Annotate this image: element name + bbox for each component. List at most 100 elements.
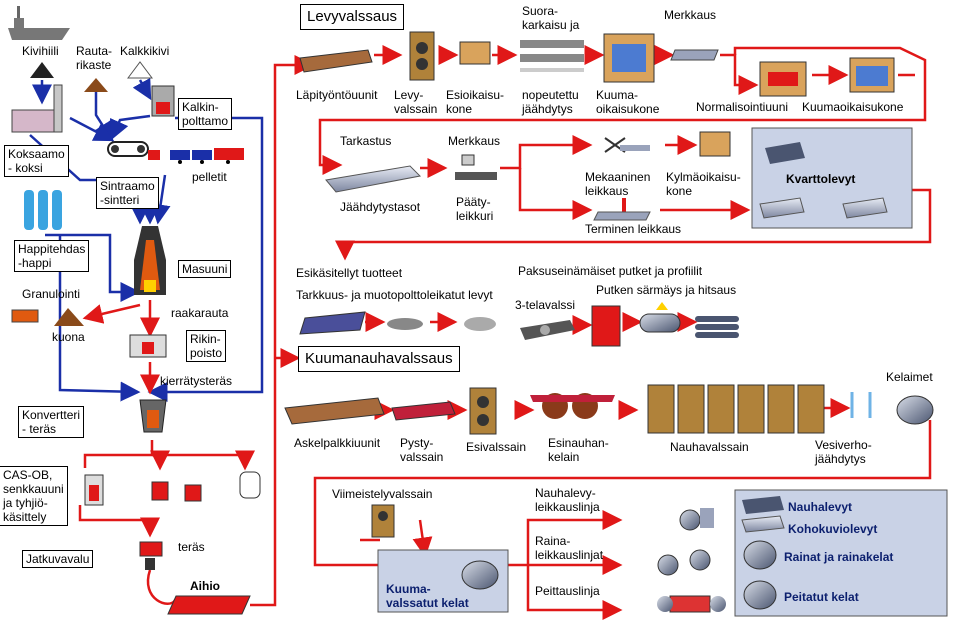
product-icons — [741, 496, 785, 610]
pellet-train-icon — [170, 148, 244, 164]
roughing-mill-icon — [469, 387, 497, 435]
hot-leveller-label-2: Kuumaoikaisukone — [802, 100, 904, 114]
pusher-furnaces-label: Läpityöntöuunit — [296, 88, 378, 102]
pig-iron-label: raakarauta — [171, 306, 229, 320]
thermal-cutting-label: Terminen leikkaus — [585, 222, 682, 236]
quarto-plates-label: Kvarttolevyt — [786, 172, 856, 186]
coilers-label: Kelaimet — [886, 370, 933, 384]
water-curtain-icon — [850, 392, 872, 418]
ore-ship-icon — [8, 6, 70, 40]
blast-furnace-icon — [134, 226, 166, 295]
sinter-belt-icon — [107, 141, 160, 160]
pipes-bundle-icon — [695, 316, 739, 338]
cut-parts-icon — [387, 317, 496, 331]
plate-mill-icon — [409, 31, 435, 81]
slab-label: Aihio — [190, 579, 220, 593]
marking-label-2: Merkkaus — [448, 134, 501, 148]
pusher-furnace-icon — [299, 49, 373, 73]
ladle2-icon — [184, 484, 202, 502]
ore-pile-icon — [84, 78, 108, 92]
slitting-line-icon — [657, 549, 711, 576]
strip-mill-label: Nauhavalssain — [670, 440, 749, 454]
scrap-label: kierrätysteräs — [160, 374, 233, 388]
cold-leveller-icon — [699, 131, 731, 157]
lime-kiln-box: Kalkin- polttamo — [178, 98, 233, 130]
hot-rolled-coils-label: Kuuma- valssatut kelat — [386, 582, 469, 610]
steel-label: teräs — [178, 540, 205, 554]
pipe-forming-icon — [591, 302, 681, 347]
normalising-furnace-label: Normalisointiuuni — [696, 100, 789, 114]
end-shear-label: Pääty- leikkuri — [456, 195, 494, 223]
ladle-icon — [151, 481, 169, 501]
product-patterned-plates: Kohokuviolevyt — [788, 522, 878, 536]
coil-box-icon — [530, 393, 615, 419]
slag-label: kuona — [52, 330, 85, 344]
three-roll-icon — [520, 320, 575, 340]
preprocessed-plate-icon — [299, 311, 366, 335]
strip-cutting-line-label: Nauhalevy- leikkauslinja — [535, 486, 600, 514]
hot-leveller2-icon — [849, 57, 895, 93]
coke-plant-box: Koksaamo - koksi — [4, 145, 69, 177]
hot-leveller-label: Kuuma- oikaisukone — [596, 88, 660, 116]
direct-quench-label: Suora- karkaisu ja — [522, 4, 580, 32]
hot-leveller-icon — [603, 33, 655, 83]
desulphurisation-box: Rikin- poisto — [186, 330, 227, 362]
marking-plate-icon — [670, 49, 719, 61]
plate-mill-label: Levy- valssain — [394, 88, 438, 116]
product-strip-plates: Nauhalevyt — [788, 500, 853, 514]
normalising-furnace-icon — [759, 61, 807, 97]
edger-label: Pysty- valssain — [400, 436, 444, 464]
cooling-beds-label: Jäähdytystasot — [340, 200, 421, 214]
caster-icon — [139, 541, 163, 570]
converter-box: Konvertteri - teräs — [18, 406, 85, 438]
finishing-mill-stands-icon — [647, 384, 825, 434]
roughing-mill-label: Esivalssain — [466, 440, 527, 454]
lime-kiln-icon — [151, 85, 175, 117]
cooling-bed-icon — [325, 165, 422, 193]
preleveller-label: Esioikaisu- kone — [446, 88, 505, 116]
walking-beam-label: Askelpalkkiuunit — [294, 436, 381, 450]
end-shear-icon — [455, 154, 497, 180]
cas-ob-icon — [84, 474, 104, 506]
pickling-line-icon — [657, 595, 726, 613]
mechanical-cutting-label: Mekaaninen leikkaus — [585, 170, 651, 198]
marking-label-1: Merkkaus — [664, 8, 717, 22]
limestone-pile-icon — [127, 61, 153, 79]
coiler-icon — [896, 395, 934, 425]
cas-ob-box: CAS-OB, senkkauuni ja tyhjiö- käsittely — [0, 466, 68, 526]
edger-icon — [391, 401, 456, 421]
mechanical-cutting-icon — [604, 137, 650, 153]
converter-icon — [139, 399, 167, 433]
desulphurisation-icon — [129, 334, 167, 358]
water-curtain-label: Vesiverho- jäähdytys — [815, 438, 872, 466]
slab-icon — [167, 595, 251, 615]
hot-rolled-coil-icon — [461, 560, 499, 590]
finishing-mill-icon — [371, 504, 395, 538]
pickling-line-label: Peittauslinja — [535, 584, 600, 598]
inspection-label: Tarkastus — [340, 134, 392, 148]
three-roll-mill-label: 3-telavalssi — [515, 298, 576, 312]
blast-furnace-box: Masuuni — [178, 260, 232, 278]
pipe-bending-label: Putken särmäys ja hitsaus — [596, 283, 737, 297]
limestone-label: Kalkkikivi — [120, 44, 170, 58]
preleveller-icon — [459, 41, 491, 65]
precision-cut-plates-label: Tarkkuus- ja muotopolttoleikatut levyt — [296, 288, 493, 302]
preprocessed-products-label: Esikäsitellyt tuotteet — [296, 266, 403, 280]
quarto-plate-stack-icon — [759, 142, 888, 219]
continuous-casting-box: Jatkuvavalu — [22, 550, 94, 568]
thermal-cutting-icon — [593, 198, 651, 221]
product-pickled-coils: Peitatut kelat — [784, 590, 859, 604]
granulated-slag-icon — [11, 309, 39, 323]
slitting-lines-label: Raina- leikkauslinjat — [535, 534, 604, 562]
sinter-plant-box: Sintraamo -sintteri — [96, 177, 159, 209]
walking-beam-icon — [284, 397, 385, 425]
finishing-mill-label: Viimeistelyvalssain — [332, 487, 433, 501]
cold-leveller-label: Kylmäoikaisu- kone — [666, 170, 741, 198]
coal-label: Kivihiili — [22, 44, 59, 58]
plate-rolling-title: Levyvalssaus — [300, 4, 405, 30]
coil-box-label: Esinauhan- kelain — [548, 436, 609, 464]
oxygen-tanks-icon — [24, 190, 62, 230]
accelerated-cooling-label: nopeutettu jäähdytys — [522, 88, 579, 116]
thick-wall-pipes-label: Paksuseinämäiset putket ja profiilit — [518, 264, 703, 278]
